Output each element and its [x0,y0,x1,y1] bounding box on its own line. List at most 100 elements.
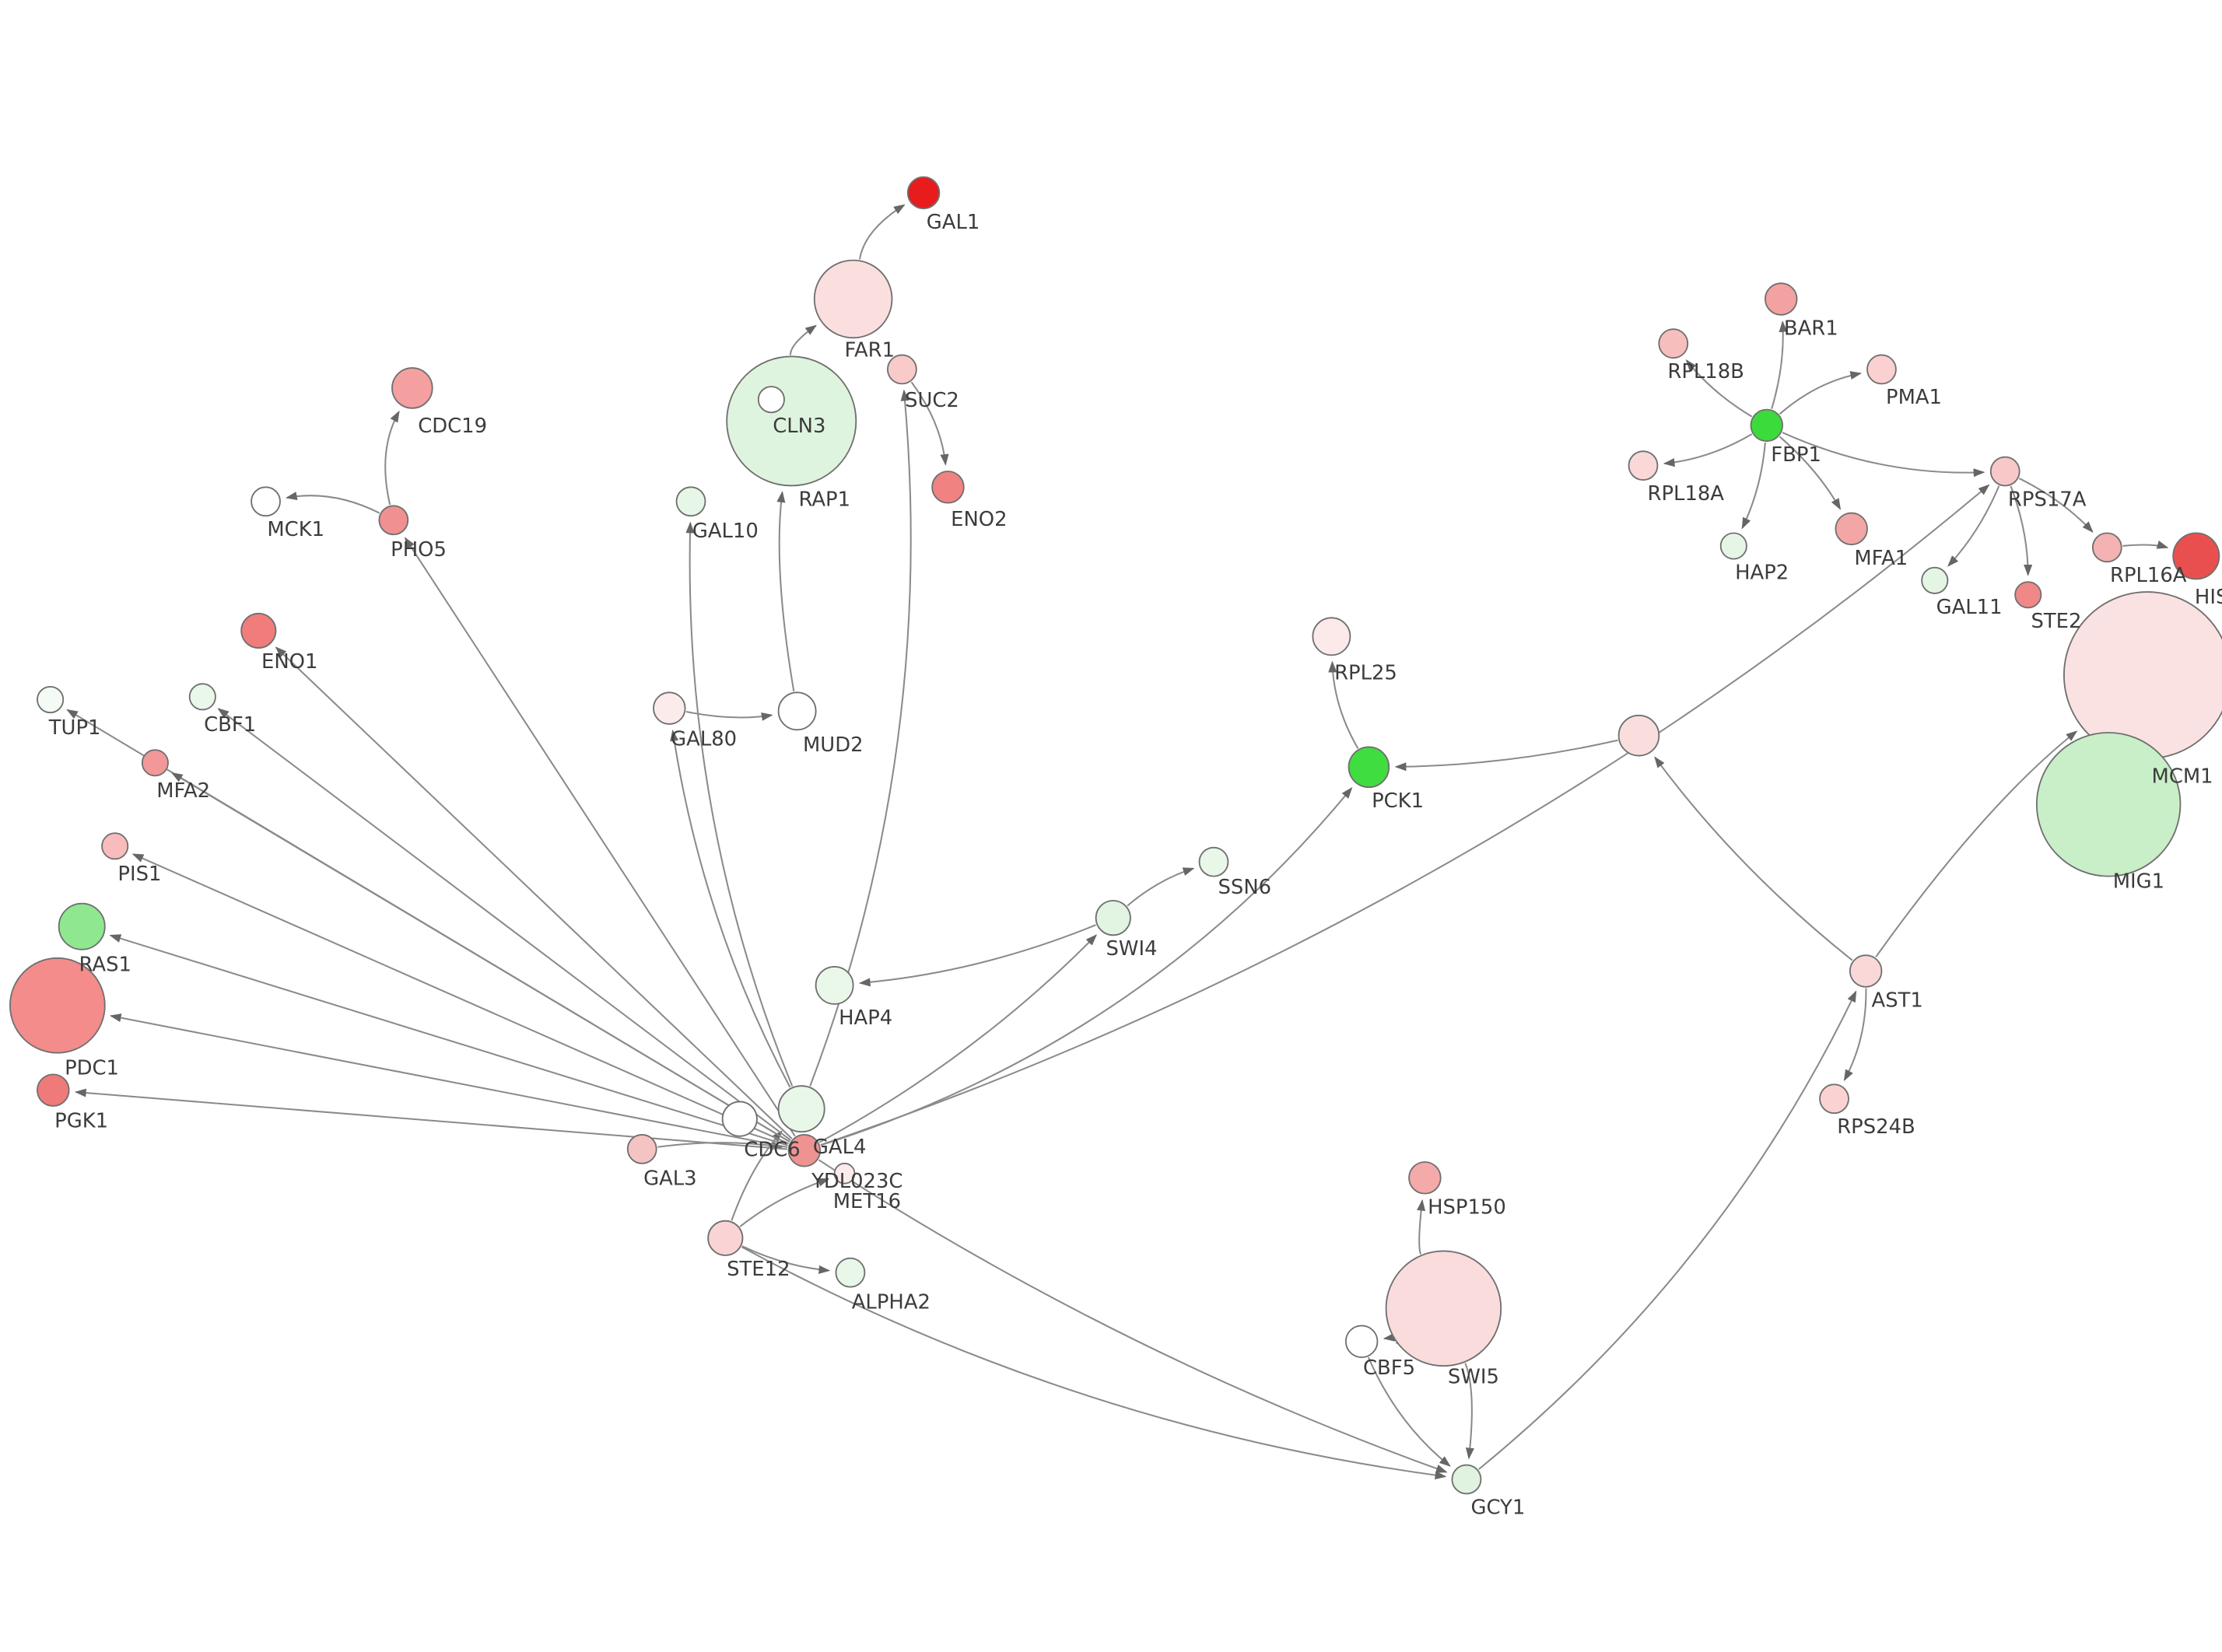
node-CLN3[interactable] [757,386,785,414]
edge-AST1-NODE27[interactable] [1654,756,1853,961]
node-TUP1[interactable] [37,686,65,714]
node-MCM1[interactable] [2063,591,2222,760]
edge-GAL4-GAL80[interactable] [670,729,791,1088]
node-CBF5[interactable] [1344,1325,1379,1359]
node-HIS4[interactable] [2172,532,2220,580]
edge-STE12-GAL4[interactable] [731,1130,783,1221]
node-STE12[interactable] [707,1220,744,1256]
edge-PHO5-MCK1[interactable] [285,492,380,514]
node-RPS24B[interactable] [1819,1083,1849,1115]
edge-AST1-RPS24B[interactable] [1843,988,1867,1082]
edge-FAR1-GAL1[interactable] [858,204,906,260]
edge-SWI5-HSP150[interactable] [1417,1199,1426,1255]
node-MFA1[interactable] [1835,512,1868,546]
node-YDL023C[interactable] [787,1134,822,1167]
node-GAL1[interactable] [906,176,941,210]
node-ENO2[interactable] [931,471,965,504]
node-NODE27[interactable] [1617,714,1660,757]
edge-YDL023C-MFA2[interactable] [170,772,790,1143]
node-PIS1[interactable] [101,832,129,860]
node-GCY1[interactable] [1451,1464,1482,1495]
edge-STE12-GCY1[interactable] [741,1246,1447,1480]
edge-YDL023C-CBF1[interactable] [217,708,791,1141]
edge-YDL023C-PDC1[interactable] [109,1013,788,1149]
node-GAL10[interactable] [675,486,706,517]
edge-YDL023C-GCY1[interactable] [818,1159,1448,1473]
edge-FBP1-PMA1[interactable] [1779,371,1863,415]
edge-RAP1-FAR1[interactable] [789,324,818,355]
node-HAP4[interactable] [815,966,854,1005]
edge-RPS17A-GAL11[interactable] [1947,485,2000,567]
node-GAL3[interactable] [626,1134,657,1164]
edge-GAL4-GAL10[interactable] [685,521,794,1087]
node-RPL25[interactable] [1312,617,1351,656]
node-RPL16A[interactable] [2091,532,2122,563]
node-PMA1[interactable] [1866,354,1897,385]
edge-YDL023C-PCK1[interactable] [820,786,1353,1146]
edge-GAL3-YDL023C[interactable] [657,1141,783,1150]
edge-NODE27-PCK1[interactable] [1394,739,1618,772]
node-CBF1[interactable] [188,683,216,711]
node-SUC2[interactable] [887,354,917,385]
edge-MUD2-RAP1[interactable] [776,491,795,691]
node-GAL4[interactable] [777,1085,825,1133]
edge-FBP1-HAP2[interactable] [1741,442,1766,530]
node-PDC1[interactable] [9,957,106,1054]
edge-CBF5-GCY1[interactable] [1367,1356,1451,1467]
node-MFA2[interactable] [141,749,169,777]
edge-GAL80-MUD2[interactable] [685,711,773,721]
node-RAP1[interactable] [726,355,857,487]
node-FAR1[interactable] [813,259,893,339]
node-RPL18A[interactable] [1628,450,1659,481]
edge-FBP1-BAR1[interactable] [1771,320,1788,409]
edge-SWI4-SSN6[interactable] [1127,867,1195,907]
node-AST1[interactable] [1849,954,1883,988]
node-SWI4[interactable] [1095,900,1131,936]
edge-YDL023C-PGK1[interactable] [74,1088,787,1150]
node-CDC6[interactable] [721,1101,758,1137]
edge-SWI5-GCY1[interactable] [1464,1363,1474,1460]
node-SSN6[interactable] [1198,846,1229,877]
node-STE2[interactable] [2014,581,2042,609]
edge-PCK1-RPL25[interactable] [1328,660,1359,749]
node-RPL18B[interactable] [1658,328,1689,359]
edge-RPL16A-HIS4[interactable] [2122,540,2169,549]
edge-YDL023C-RAS1[interactable] [109,934,788,1146]
edge-YDL023C-PHO5[interactable] [404,537,796,1137]
node-CDC19[interactable] [391,367,433,409]
node-FBP1[interactable] [1750,408,1783,443]
node-ALPHA2[interactable] [835,1257,866,1288]
node-PCK1[interactable] [1348,746,1390,789]
node-MCK1[interactable] [251,486,281,517]
edge-YDL023C-PIS1[interactable] [131,853,789,1145]
edge-YDL023C-RPS17A[interactable] [820,484,1990,1146]
node-MUD2[interactable] [777,691,817,731]
node-BAR1[interactable] [1765,282,1798,316]
edge-STE12-ALPHA2[interactable] [741,1245,831,1274]
edge-YDL023C-SWI4[interactable] [818,934,1098,1143]
node-HAP2[interactable] [1719,532,1747,560]
edge-FBP1-RPL18B[interactable] [1685,359,1753,418]
node-HSP150[interactable] [1408,1161,1442,1195]
node-PGK1[interactable] [37,1073,70,1107]
node-MIG1[interactable] [2035,732,2182,877]
node-SWI5[interactable] [1385,1250,1502,1367]
node-MET16[interactable] [833,1162,856,1185]
node-PHO5[interactable] [378,505,409,536]
edge-FBP1-RPS17A[interactable] [1782,432,1985,478]
node-GAL11[interactable] [1921,566,1949,594]
edge-PHO5-CDC19[interactable] [384,410,400,506]
node-GAL80[interactable] [653,691,686,725]
edge-FBP1-MFA1[interactable] [1779,436,1842,510]
node-RAS1[interactable] [58,902,106,950]
edge-RPS17A-STE2[interactable] [2010,485,2033,576]
edge-SWI4-HAP4[interactable] [858,924,1096,987]
edge-FBP1-RPL18A[interactable] [1663,433,1753,467]
edge-SUC2-ENO2[interactable] [910,381,949,466]
edge-AST1-MCM1[interactable] [1875,730,2078,958]
node-RPS17A[interactable] [1989,456,2020,487]
node-ENO1[interactable] [240,612,277,649]
edge-RPS17A-RPL16A[interactable] [2018,478,2094,533]
